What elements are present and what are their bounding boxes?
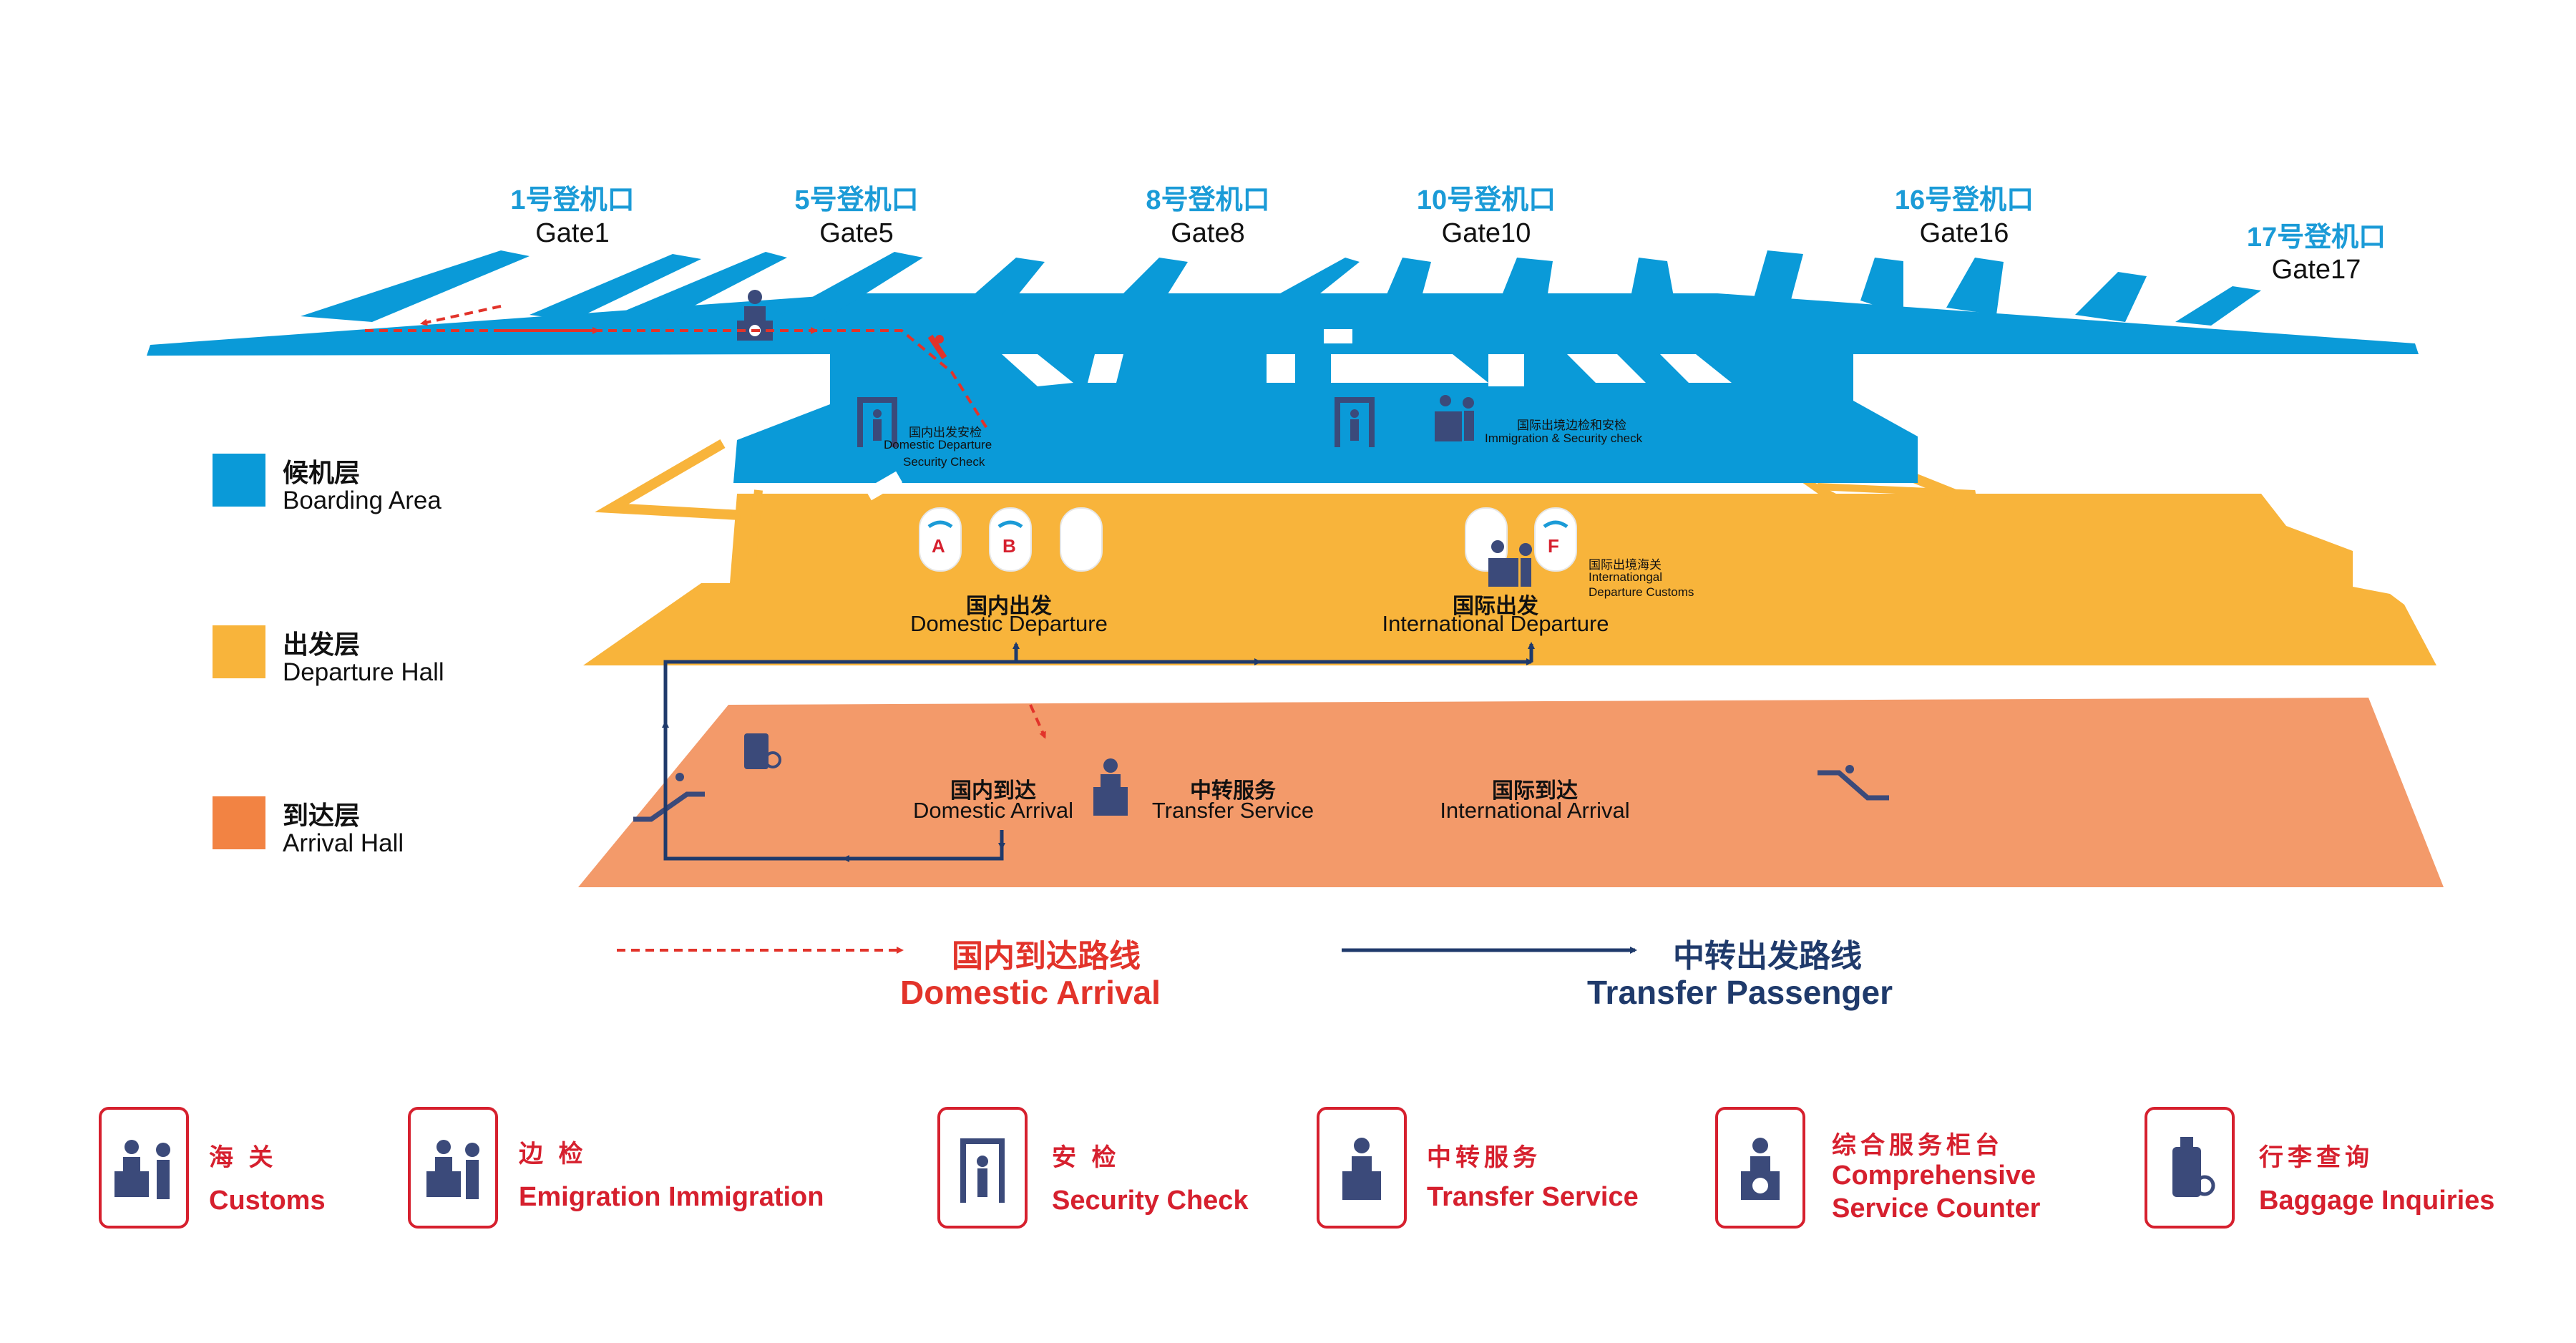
baggage-icon <box>2172 1137 2215 1197</box>
arrival-hall-floor <box>578 698 2444 887</box>
security-check-legend-label-cn: 安 检 <box>1052 1144 1121 1171</box>
transfer-service-label-cn: 中转服务 <box>1190 779 1276 803</box>
check-in-counters <box>919 507 1577 572</box>
service-counter-icon <box>1741 1138 1780 1200</box>
intl-arrival-label-cn: 国际到达 <box>1492 779 1578 803</box>
customs-icon <box>114 1140 170 1199</box>
gate8-label-cn: 8号登机口 <box>1146 185 1270 215</box>
arrival-hall-label-en: Arrival Hall <box>283 829 404 857</box>
intl-departure-label-cn: 国际出发 <box>1453 595 1538 618</box>
emigration-legend-box <box>408 1107 498 1229</box>
domestic-arrival-label-cn: 国内到达 <box>950 779 1036 803</box>
service-counter-legend-label-en1: Comprehensive <box>1832 1161 2036 1191</box>
baggage-legend-label-en: Baggage Inquiries <box>2259 1186 2495 1216</box>
baggage-legend-label-cn: 行李查询 <box>2259 1144 2373 1171</box>
departure-hall-swatch <box>213 625 265 678</box>
domestic-route-label-cn: 国内到达路线 <box>952 939 1141 974</box>
transfer-route <box>662 642 1535 862</box>
boarding-area-floor <box>147 250 2419 483</box>
arrival-hall-swatch <box>213 796 265 849</box>
intl-customs-label-en1: Internationgal <box>1589 570 1663 584</box>
security-check-legend-box <box>937 1107 1028 1229</box>
security-gate-icon-intl <box>1335 397 1375 447</box>
security-check-legend-label-en: Security Check <box>1052 1186 1249 1216</box>
intl-departure-label-en: International Departure <box>1382 611 1609 636</box>
escalator-icon-left <box>633 773 705 822</box>
domestic-arrival-route <box>365 305 1046 739</box>
domestic-arrival-label-en: Domestic Arrival <box>913 798 1073 823</box>
boarding-area-label-en: Boarding Area <box>283 487 441 514</box>
domestic-route-label-en: Domestic Arrival <box>900 974 1161 1011</box>
transfer-service-icon <box>1342 1138 1381 1200</box>
customs-legend-label-cn: 海 关 <box>209 1144 278 1171</box>
security-gate-icon-domestic <box>857 397 897 447</box>
domestic-security-label-cn: 国内出发安检 <box>909 426 982 439</box>
transfer-service-legend-label-cn: 中转服务 <box>1427 1144 1541 1171</box>
transfer-service-label-en: Transfer Service <box>1151 798 1314 823</box>
gate1-label-en: Gate1 <box>535 218 610 248</box>
intl-arrival-label-en: International Arrival <box>1440 798 1630 823</box>
gate5-label-cn: 5号登机口 <box>794 185 919 215</box>
gate10-label-cn: 10号登机口 <box>1416 185 1556 215</box>
gate16-label-cn: 16号登机口 <box>1894 185 2034 215</box>
gate1-label-cn: 1号登机口 <box>510 185 635 215</box>
emigration-legend-label-en: Emigration Immigration <box>519 1182 824 1212</box>
customs-icon-map <box>1488 540 1532 587</box>
gate16-label-en: Gate16 <box>1919 218 2009 248</box>
gate17-label-cn: 17号登机口 <box>2246 223 2386 253</box>
service-counter-legend-label-cn: 综合服务柜台 <box>1832 1132 2004 1159</box>
intl-security-label-cn: 国际出境边检和安检 <box>1517 419 1626 432</box>
departure-hall-label-cn: 出发层 <box>283 630 361 659</box>
domestic-security-label-en1: Domestic Departure <box>884 438 992 451</box>
domestic-departure-label-cn: 国内出发 <box>966 595 1052 618</box>
transfer-service-legend-label-en: Transfer Service <box>1427 1182 1639 1212</box>
boarding-area-cutouts <box>1002 329 1732 386</box>
security-check-icon <box>960 1138 1005 1203</box>
boarding-area-swatch <box>213 454 265 507</box>
customs-legend-box <box>99 1107 189 1229</box>
emigration-icon-map <box>1435 395 1474 441</box>
domestic-departure-label-en: Domestic Departure <box>910 611 1108 636</box>
intl-customs-label-cn: 国际出境海关 <box>1589 558 1662 572</box>
transfer-route-label-cn: 中转出发路线 <box>1673 939 1862 974</box>
emigration-legend-label-cn: 边 检 <box>519 1141 587 1168</box>
intl-customs-label-en2: Departure Customs <box>1589 585 1694 599</box>
arrival-hall-label-cn: 到达层 <box>283 801 361 830</box>
domestic-security-label-en2: Security Check <box>903 455 985 469</box>
transfer-route-label-en: Transfer Passenger <box>1587 974 1893 1011</box>
emigration-icon <box>426 1140 479 1199</box>
gate8-label-en: Gate8 <box>1171 218 1245 248</box>
gate10-label-en: Gate10 <box>1441 218 1531 248</box>
service-counter-legend-box <box>1715 1107 1805 1229</box>
gate5-label-en: Gate5 <box>819 218 894 248</box>
counter-a-label: A <box>932 535 945 557</box>
boarding-area-label-cn: 候机层 <box>283 458 361 487</box>
counter-b-label: B <box>1002 535 1016 557</box>
transfer-service-legend-box <box>1317 1107 1407 1229</box>
service-counter-legend-label-en2: Service Counter <box>1832 1193 2041 1224</box>
escalator-icon-right <box>1818 765 1889 801</box>
counter-f-label: F <box>1548 535 1559 557</box>
transfer-service-icon-map <box>1093 758 1128 816</box>
intl-security-label-en: Immigration & Security check <box>1485 431 1643 445</box>
departure-hall-label-en: Departure Hall <box>283 658 444 686</box>
customs-legend-label-en: Customs <box>209 1186 326 1216</box>
baggage-icon-map <box>744 733 781 769</box>
baggage-legend-box <box>2145 1107 2235 1229</box>
gate17-label-en: Gate17 <box>2271 255 2361 285</box>
